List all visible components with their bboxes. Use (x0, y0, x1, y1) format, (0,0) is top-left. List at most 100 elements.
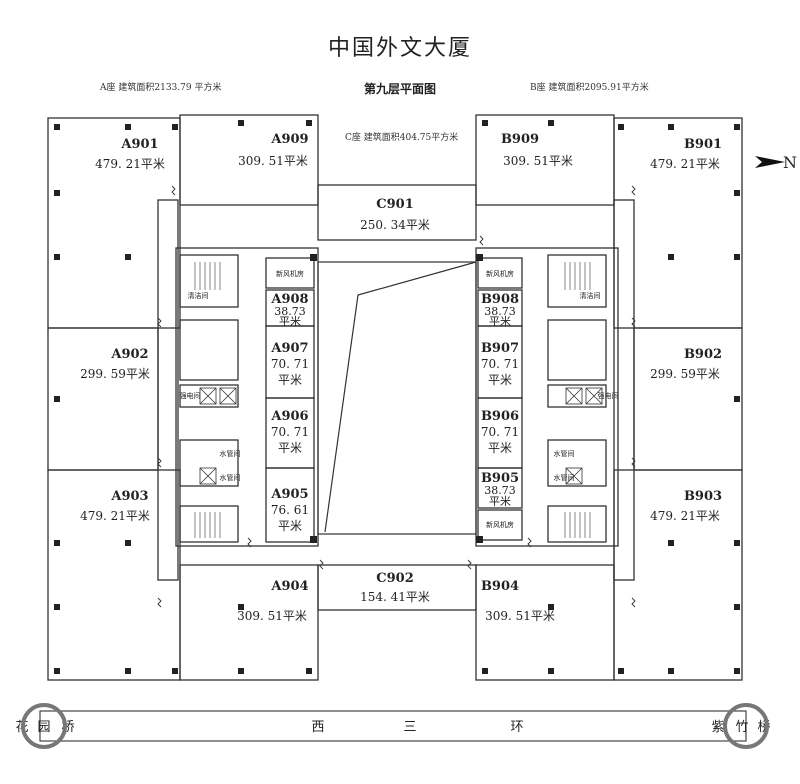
unit-b906-unit: 平米 (488, 441, 512, 455)
unit-a905 (265, 467, 315, 543)
unit-b909-area: 309. 51平米 (503, 154, 573, 168)
unit-b909-code: B909 (501, 132, 539, 147)
unit-a906-unit: 平米 (278, 441, 302, 455)
fresh-air-room-label-a: 新风机房 (276, 269, 304, 278)
unit-a907-area: 70. 71 (271, 357, 309, 371)
fresh-air-room-label-b2: 新风机房 (486, 520, 514, 529)
unit-b906-area: 70. 71 (481, 425, 519, 439)
unit-b908-code: B908 (481, 292, 519, 307)
water-pipe-room-label-a2: 水管间 (220, 473, 241, 482)
elec-room-label-b: 强电间 (598, 391, 619, 400)
unit-a906-code: A906 (270, 409, 308, 424)
elevator-marks (199, 387, 603, 485)
unit-a901-area: 479. 21平米 (95, 157, 165, 171)
unit-a907-code: A907 (270, 341, 308, 356)
road-name-char-1: 西 (311, 720, 324, 735)
unit-a905-unit: 平米 (278, 519, 302, 533)
road-strip: 花 园 桥 西 三 环 紫 竹 桥 (15, 703, 771, 749)
unit-a901-code: A901 (120, 137, 158, 152)
north-arrow: N (755, 153, 797, 172)
unit-b901-code: B901 (684, 137, 722, 152)
unit-a903-area: 479. 21平米 (80, 509, 150, 523)
road-name-char-3: 环 (510, 720, 523, 735)
unit-a904 (179, 564, 319, 681)
north-label: N (783, 153, 797, 172)
unit-b903-code: B903 (684, 489, 722, 504)
toilet-a (179, 319, 239, 381)
unit-a909-code: A909 (270, 132, 308, 147)
room-fresh-air-b2 (477, 509, 523, 541)
unit-b905-code: B905 (481, 471, 519, 486)
unit-b905-unit: 平米 (489, 495, 511, 508)
unit-b904 (475, 564, 615, 681)
unit-a905-code: A905 (270, 487, 308, 502)
floor-plan-subtitle: 第九层平面图 (363, 82, 436, 96)
stair-b-south (547, 505, 607, 543)
unit-b908-unit: 平米 (489, 315, 511, 328)
unit-b907-area: 70. 71 (481, 357, 519, 371)
unit-b902-code: B902 (684, 347, 722, 362)
unit-b908-area: 38.73 (484, 305, 516, 318)
unit-b902-area: 299. 59平米 (650, 367, 720, 381)
toilet-b (547, 319, 607, 381)
unit-b901 (613, 117, 743, 329)
unit-b905 (477, 467, 523, 509)
unit-b904-area: 309. 51平米 (485, 609, 555, 623)
elevator-b-1 (547, 384, 607, 408)
unit-c901-area: 250. 34平米 (360, 218, 430, 232)
right-marker-circle (723, 703, 769, 749)
elec-room-label-a: 强电间 (180, 391, 201, 400)
stair-hatching (194, 262, 591, 538)
stair-a-north (179, 254, 239, 308)
door-marks (157, 185, 636, 608)
corridor-a-outer (157, 199, 179, 581)
unit-a904-code: A904 (270, 579, 308, 594)
building-a-area-note: A座 建筑面积2133.79 平方米 (100, 83, 222, 93)
elevator-b-2 (547, 439, 607, 487)
unit-b903 (613, 469, 743, 681)
cleaning-room-label-a: 清洁间 (188, 291, 209, 300)
corridor-b-outer (613, 199, 635, 581)
room-fresh-air-a (265, 257, 315, 289)
room-fresh-air-b1 (477, 257, 523, 289)
unit-a908-code: A908 (270, 292, 308, 307)
right-bridge-char-1: 紫 (711, 720, 724, 735)
unit-a903-code: A903 (110, 489, 148, 504)
page-title: 中国外文大厦 (327, 36, 472, 61)
building-b-area-note: B座 建筑面积2095.91平方米 (530, 83, 649, 93)
unit-b904-code: B904 (481, 579, 519, 594)
unit-b907-code: B907 (481, 341, 519, 356)
unit-a909 (179, 114, 319, 206)
water-pipe-room-label-a: 水管间 (220, 449, 241, 458)
water-pipe-room-label-b: 水管间 (554, 449, 575, 458)
unit-a902-code: A902 (110, 347, 148, 362)
atrium (317, 261, 477, 535)
structural-columns (54, 120, 740, 674)
water-pipe-room-label-b2: 水管间 (554, 473, 575, 482)
unit-b901-area: 479. 21平米 (650, 157, 720, 171)
unit-c902-area: 154. 41平米 (360, 590, 430, 604)
elevator-a-2 (179, 439, 239, 487)
arrow-icon (755, 156, 785, 168)
unit-b903-area: 479. 21平米 (650, 509, 720, 523)
unit-a907-unit: 平米 (278, 373, 302, 387)
cleaning-room-label-b: 清洁间 (580, 291, 601, 300)
elevator-a-1 (179, 384, 239, 408)
unit-a901 (47, 117, 181, 329)
unit-a908-area: 38.73 (274, 305, 306, 318)
unit-c902-code: C902 (376, 571, 413, 586)
unit-a904-area: 309. 51平米 (237, 609, 307, 623)
unit-a902-area: 299. 59平米 (80, 367, 150, 381)
unit-b906-code: B906 (481, 409, 519, 424)
left-bridge-char-2: 园 (37, 720, 50, 735)
unit-a906-area: 70. 71 (271, 425, 309, 439)
unit-c901 (317, 184, 477, 241)
unit-a909-area: 309. 51平米 (238, 154, 308, 168)
stair-b-north (547, 254, 607, 308)
fresh-air-room-label-b1: 新风机房 (486, 269, 514, 278)
unit-a905-area: 76. 61 (271, 503, 309, 517)
unit-b907-unit: 平米 (488, 373, 512, 387)
left-marker-circle (21, 703, 67, 749)
road-name-char-2: 三 (403, 720, 416, 735)
